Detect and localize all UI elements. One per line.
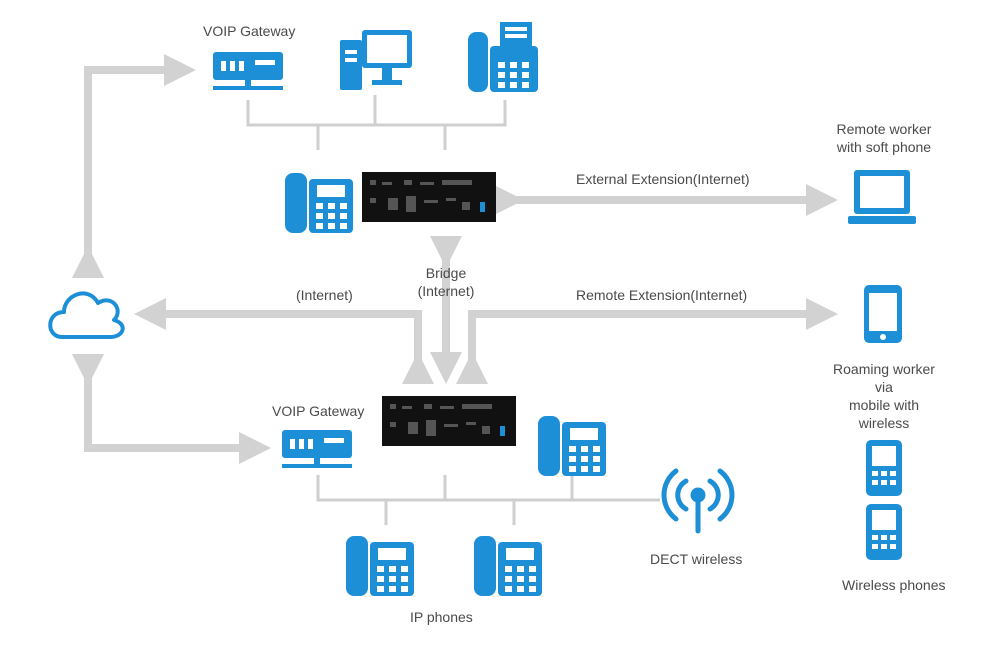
- mobile-phone-icon: [864, 285, 902, 343]
- ip-phones-label: IP phones: [410, 609, 473, 625]
- voip-gateway-icon: [282, 430, 352, 468]
- desktop-computer-icon: [340, 30, 412, 90]
- wireless-antenna-icon: [661, 468, 735, 534]
- cloud-to-gateway-top-arrow: [72, 54, 196, 278]
- wireless-phones-label: Wireless phones: [842, 577, 946, 593]
- cloud-icon: [48, 291, 125, 339]
- voip-gateway-top-label: VOIP Gateway: [203, 23, 296, 39]
- internet-arrow: [134, 298, 434, 384]
- ip-pbx-unit: [362, 172, 496, 222]
- cloud-to-gateway-bottom-arrow: [72, 354, 271, 464]
- roaming-worker-label: Roaming worker via mobile with wireless: [833, 361, 935, 431]
- desk-phone-icon: [285, 173, 353, 233]
- top-bus-connector: [246, 95, 507, 150]
- voip-gateway-icon: [213, 52, 283, 90]
- voip-gateway-bottom-label: VOIP Gateway: [272, 403, 365, 419]
- desk-phone-icon: [346, 536, 414, 596]
- desk-phone-icon: [474, 536, 542, 596]
- cordless-phone-icon: [866, 504, 902, 560]
- laptop-icon: [848, 170, 916, 224]
- external-extension-label: External Extension(Internet): [576, 171, 750, 187]
- remote-worker-label: Remote worker with soft phone: [836, 121, 932, 155]
- desk-phone-icon: [538, 416, 606, 476]
- internet-label: (Internet): [296, 287, 353, 303]
- cordless-phone-icon: [866, 440, 902, 496]
- bridge-label: Bridge (Internet): [417, 265, 475, 299]
- ip-pbx-unit: [382, 396, 516, 446]
- bottom-bus-connector: [316, 475, 660, 525]
- fax-phone-icon: [468, 22, 538, 92]
- remote-extension-label: Remote Extension(Internet): [576, 287, 748, 303]
- dect-wireless-label: DECT wireless: [650, 551, 743, 567]
- remote-extension-arrow: [456, 298, 838, 384]
